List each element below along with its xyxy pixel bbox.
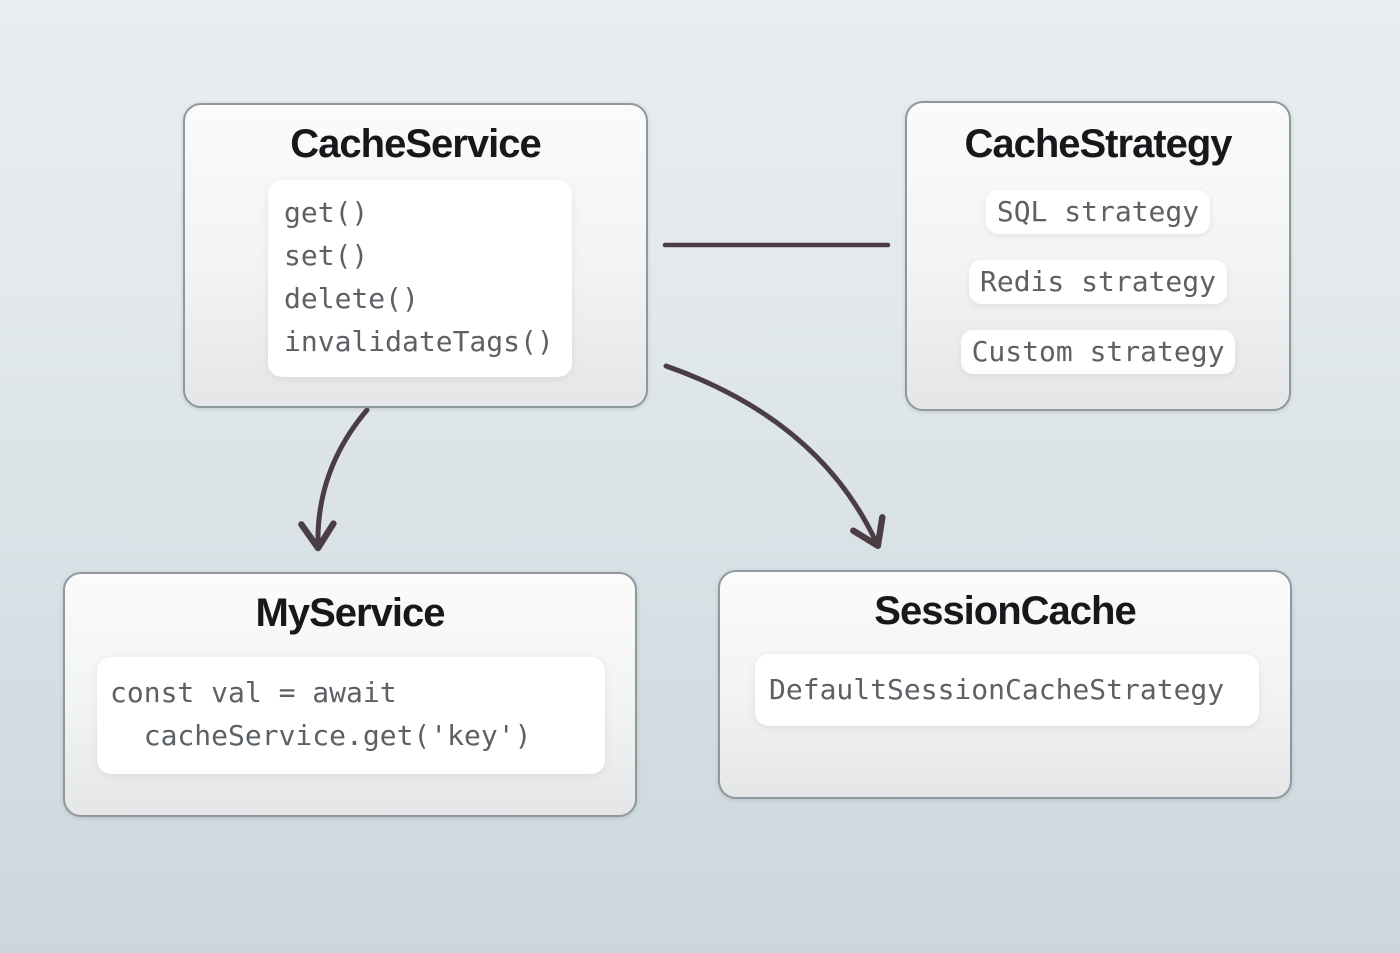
node-cache-strategy: CacheStrategy SQL strategy Redis strateg… [905,101,1291,411]
code-line-2: cacheService.get('key') [110,719,532,752]
default-session-cache-strategy-label: DefaultSessionCacheStrategy [769,673,1225,706]
edge-cacheservice-sessioncache-arrow [663,363,886,550]
method-invalidate-tags: invalidateTags() [284,325,554,358]
code-line-1: const val = await [110,676,397,709]
my-service-code-block: const val = await cacheService.get('key'… [97,657,605,774]
node-session-cache: SessionCache DefaultSessionCacheStrategy [718,570,1292,799]
strategy-pill-redis: Redis strategy [968,260,1227,304]
method-set: set() [284,239,369,272]
node-my-service: MyService const val = await cacheService… [63,572,637,817]
session-cache-code-block: DefaultSessionCacheStrategy [755,654,1259,726]
method-get: get() [284,196,369,229]
strategy-pill-custom: Custom strategy [960,330,1236,374]
node-cache-strategy-title: CacheStrategy [964,122,1232,166]
edge-cacheservice-myservice-arrow [298,407,370,552]
method-delete: delete() [284,282,419,315]
cache-service-methods-block: get() set() delete() invalidateTags() [268,180,572,377]
node-my-service-title: MyService [255,591,446,635]
node-cache-service: CacheService get() set() delete() invali… [183,103,648,408]
strategy-pill-sql: SQL strategy [985,190,1211,234]
node-cache-service-title: CacheService [290,122,541,166]
node-session-cache-title: SessionCache [874,589,1136,633]
strategy-pill-stack: SQL strategy Redis strategy Custom strat… [907,190,1289,374]
